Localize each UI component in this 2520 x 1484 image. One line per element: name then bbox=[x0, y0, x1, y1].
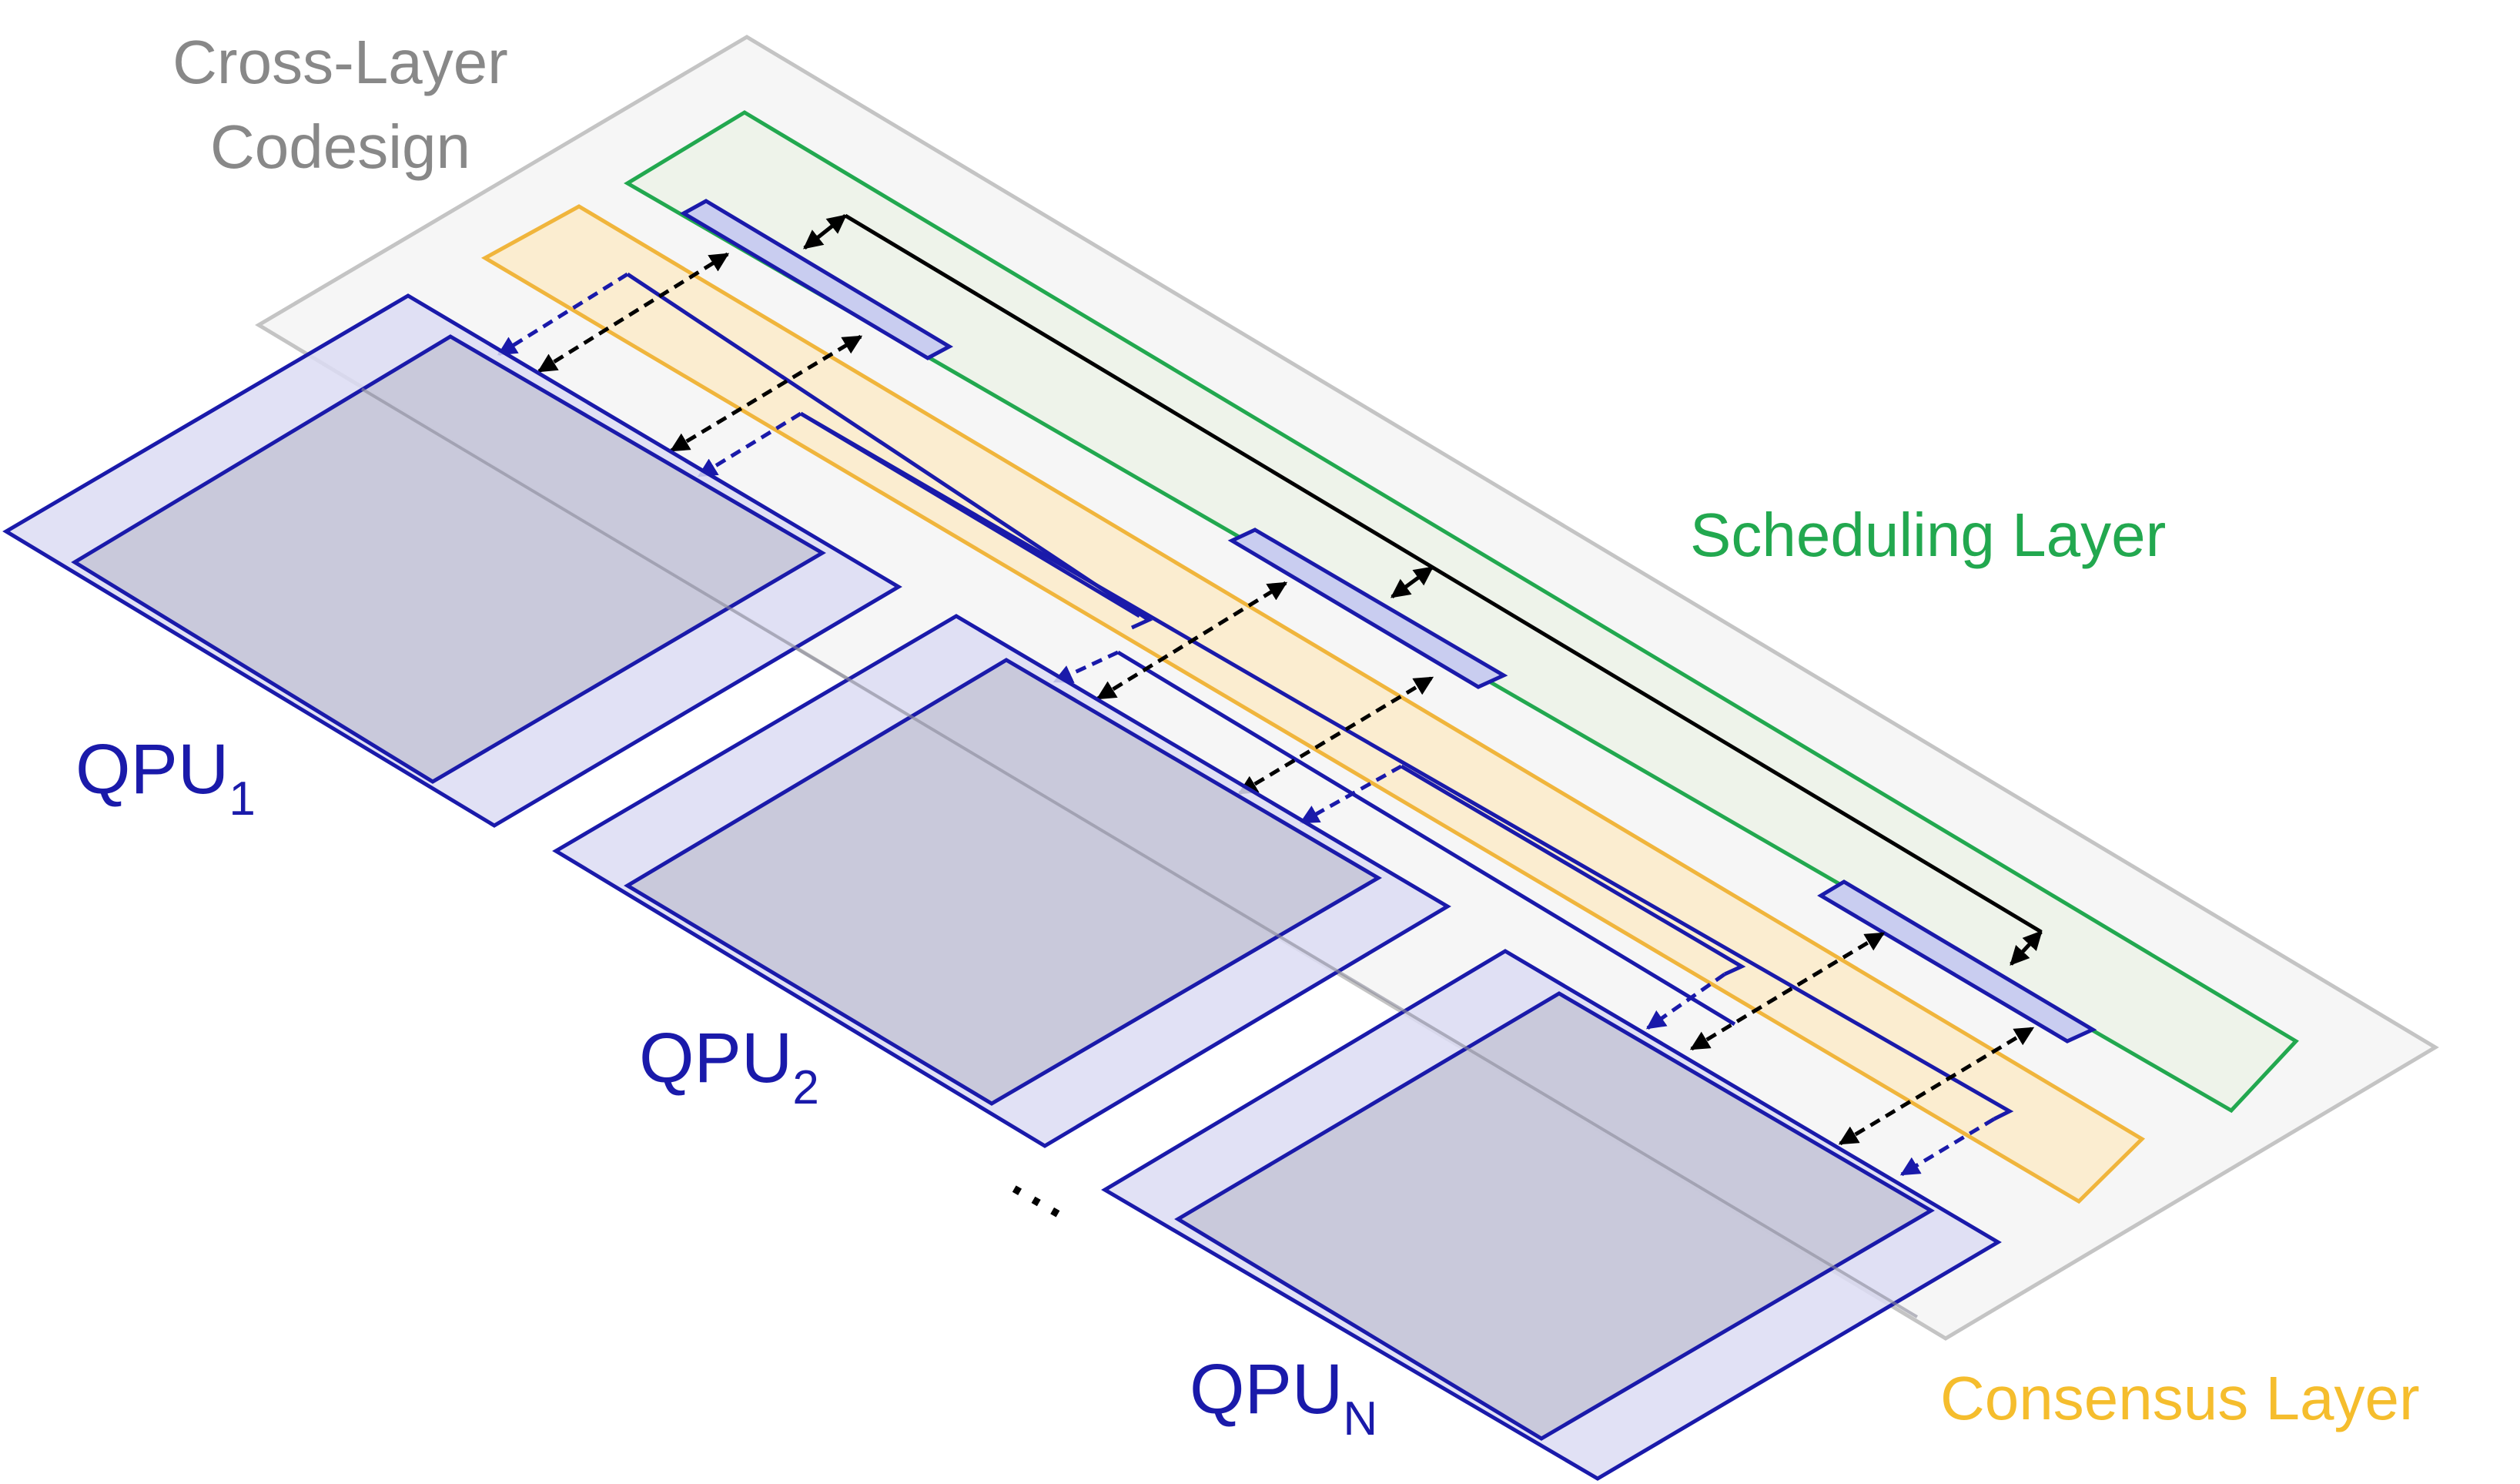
qpu-1 bbox=[2, 293, 902, 828]
qpuN-input-arrow-a bbox=[1645, 972, 1726, 1030]
scheduling-slot-N bbox=[1817, 879, 2097, 1043]
codesign-axis-line bbox=[360, 387, 1919, 1318]
cross-layer-label-line1: Cross-Layer bbox=[172, 28, 508, 96]
channel-line-3a bbox=[1116, 650, 1736, 1027]
qpu-1-inner-plane bbox=[71, 334, 826, 784]
consensus-arrow-Nb bbox=[1838, 1026, 2035, 1146]
scheduling-arrow-N bbox=[2010, 930, 2043, 966]
scheduling-arrow-2 bbox=[1390, 565, 1434, 599]
qpu-N-label: QPUN bbox=[1190, 1350, 1377, 1445]
qpuN-input-arrow-b bbox=[1899, 1117, 1996, 1177]
scheduling-layer-label: Scheduling Layer bbox=[1690, 501, 2166, 569]
qpu-2 bbox=[552, 614, 1451, 1148]
scheduling-slot-1 bbox=[679, 199, 954, 360]
qpu2-input-arrow-b bbox=[1299, 764, 1403, 825]
qpu1-input-arrow-a bbox=[497, 272, 629, 357]
scheduling-arrow-1 bbox=[803, 214, 847, 250]
qpu-N-inner-plane bbox=[1174, 991, 1935, 1441]
consensus-layer-label: Consensus Layer bbox=[1940, 1364, 2420, 1432]
scheduling-layer-plane bbox=[624, 110, 2299, 1114]
qpu1-input-arrow-b bbox=[697, 411, 802, 478]
consensus-arrow-2a bbox=[1096, 581, 1288, 701]
qpu-N bbox=[1101, 949, 2002, 1481]
qpu-2-inner-plane bbox=[624, 658, 1382, 1106]
consensus-arrow-2b bbox=[1237, 675, 1434, 796]
cross-layer-label-line2: Codesign bbox=[210, 112, 470, 181]
consensus-arrow-1b bbox=[669, 334, 863, 453]
scheduling-link-line bbox=[844, 213, 2043, 934]
qpu-2-label: QPU2 bbox=[639, 1019, 819, 1114]
qpu-input-arrows bbox=[497, 272, 1996, 1177]
consensus-arrows bbox=[537, 252, 2035, 1146]
qpu-1-label: QPU1 bbox=[75, 730, 256, 826]
consensus-arrow-1a bbox=[537, 252, 730, 374]
scheduling-slots bbox=[679, 199, 2097, 1043]
qpu2-input-arrow-a bbox=[1053, 650, 1119, 684]
scheduling-slot-2 bbox=[1227, 528, 1508, 689]
consensus-arrow-Na bbox=[1689, 931, 1886, 1051]
qpu-ellipsis: … bbox=[996, 1134, 1095, 1235]
